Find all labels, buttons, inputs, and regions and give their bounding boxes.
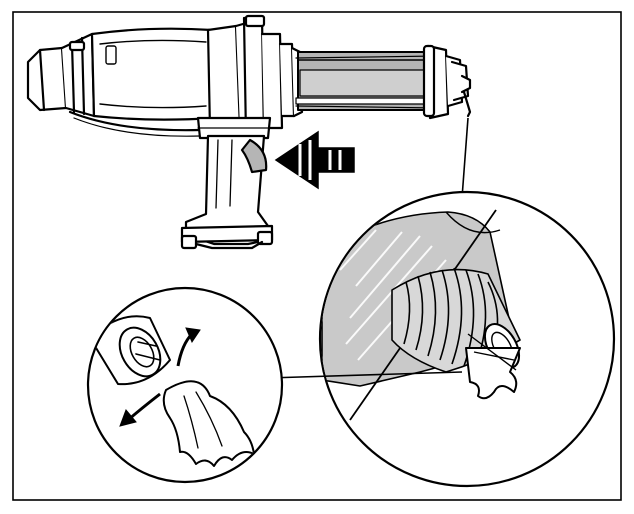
cleaning-detail-icon [86,286,284,484]
leader-line-nozzle [461,117,469,199]
sealant-gun-icon [26,14,472,250]
push-arrow-icon [274,130,355,190]
curved-arrow-icon [119,327,201,427]
leader-line-detail [267,371,463,379]
nozzle-detail-icon [318,190,616,488]
